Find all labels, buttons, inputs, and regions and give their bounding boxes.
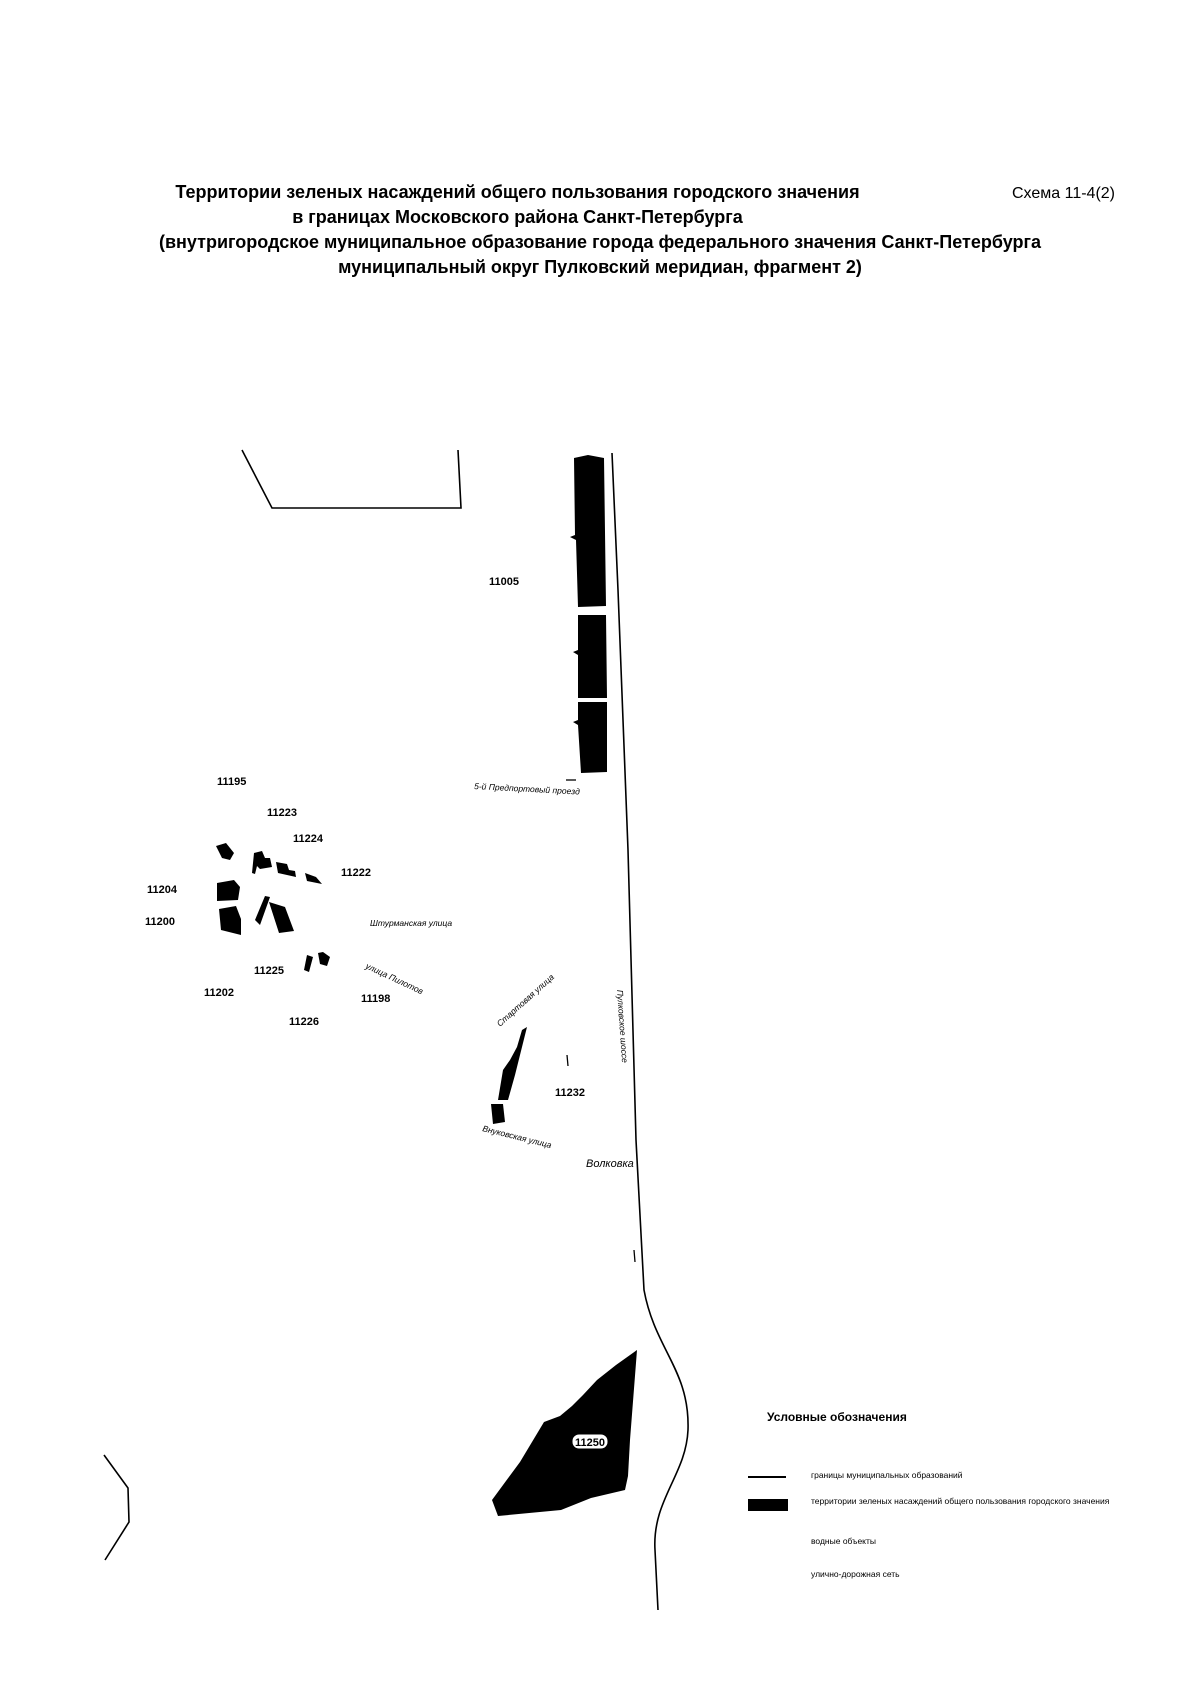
boundary-line-symbol (748, 1476, 786, 1478)
parcel-labels: 11005 11195 11223 11224 11222 11204 1120… (145, 576, 585, 1099)
title-line-1: Территории зеленых насаждений общего пол… (175, 182, 860, 202)
green-territory-fill-symbol (748, 1499, 788, 1511)
parcel-label-11222: 11222 (341, 867, 371, 879)
title-line-2: в границах Московского района Санкт-Пете… (292, 207, 743, 227)
map-marks (566, 779, 636, 1263)
green-area-11224 (276, 862, 296, 877)
green-area-11198 (318, 952, 330, 966)
green-area-11005-segment-1 (570, 455, 606, 607)
green-area-11250 (492, 1350, 637, 1516)
green-area-11223 (252, 851, 272, 874)
municipal-boundaries (103, 449, 689, 1611)
street-label-pilotov: улица Пилотов (363, 960, 425, 996)
street-label-vnukovskaya: Внуковская улица (482, 1123, 553, 1150)
parcel-label-11204: 11204 (147, 884, 178, 896)
parcel-label-11198: 11198 (361, 993, 390, 1005)
mark-2 (566, 1054, 569, 1067)
green-area-11005-segment-2 (573, 615, 607, 698)
green-area-11225-center-a (269, 902, 294, 933)
green-area-11005-segment-3 (573, 702, 607, 773)
parcel-label-11232: 11232 (555, 1087, 585, 1099)
green-area-11222 (305, 873, 322, 884)
parcel-label-11195: 11195 (217, 776, 246, 788)
green-area-11225 (304, 955, 313, 972)
scheme-number: Схема 11-4(2) (1012, 185, 1116, 202)
legend-item-text: территории зеленых насаждений общего пол… (811, 1496, 1110, 1506)
street-label-volkovka: Волковка (586, 1158, 634, 1170)
parcel-label-11200: 11200 (145, 916, 175, 928)
parcel-label-11224: 11224 (293, 833, 324, 845)
green-area-11232-a (498, 1027, 527, 1100)
street-label-startovaya: Стартовая улица (495, 972, 557, 1029)
boundary-top-left (241, 449, 462, 509)
parcel-label-11005: 11005 (489, 576, 519, 588)
parcel-label-11226: 11226 (289, 1016, 319, 1028)
green-area-11204-b (217, 880, 240, 901)
green-area-11232-b (491, 1104, 505, 1124)
parcel-label-11225: 11225 (254, 965, 284, 977)
street-label-pulkovskoe: Пулковское шоссе (615, 989, 630, 1063)
parcel-label-11250: 11250 (575, 1437, 605, 1449)
legend-item-text: водные объекты (811, 1536, 876, 1546)
street-label-predportovy: 5-й Предпортовый проезд (474, 781, 580, 797)
mark-3 (633, 1249, 636, 1263)
legend-title: Условные обозначения (767, 1410, 907, 1424)
parcel-badge-11250 (571, 1433, 609, 1450)
title-line-4: муниципальный округ Пулковский меридиан,… (338, 257, 862, 277)
boundary-bottom-left (103, 1454, 130, 1561)
parcel-label-11202: 11202 (204, 987, 234, 999)
boundary-main (611, 452, 689, 1611)
parcel-label-11223: 11223 (267, 807, 297, 819)
green-area-11225-center-b (255, 896, 270, 925)
green-area-11204-a (216, 843, 234, 860)
legend-item-text: улично-дорожная сеть (811, 1569, 900, 1579)
title-line-3: (внутригородское муниципальное образован… (159, 232, 1041, 252)
street-label-shturmanskaya: Штурманская улица (370, 918, 452, 928)
green-territories (216, 455, 637, 1516)
legend-item-text: границы муниципальных образований (811, 1470, 963, 1480)
green-area-11200 (219, 906, 241, 935)
